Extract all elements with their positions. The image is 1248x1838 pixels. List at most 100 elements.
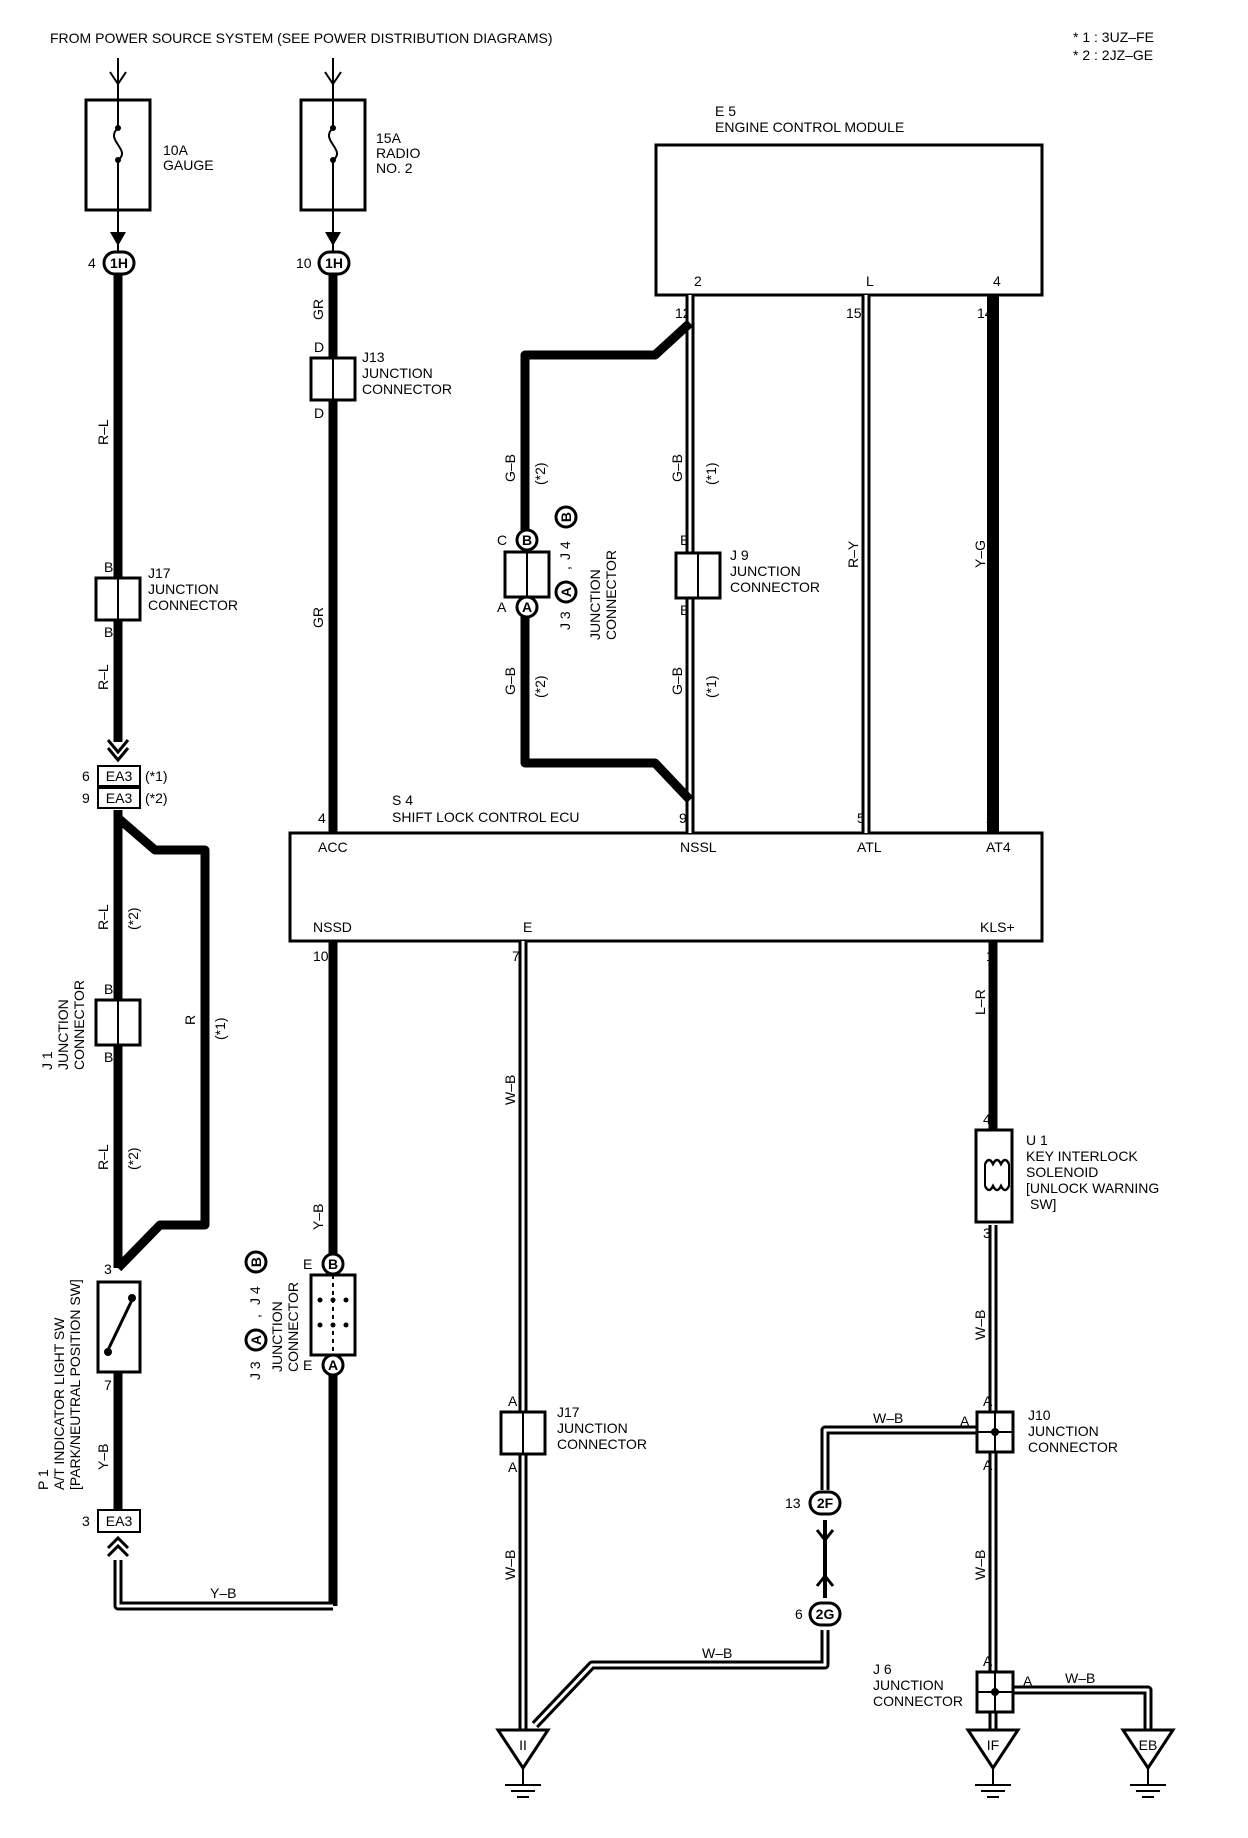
ecm-pin-l: L bbox=[866, 273, 874, 289]
ecu-name: SHIFT LOCK CONTROL ECU bbox=[392, 809, 579, 825]
j17-left-pin-b-top: B bbox=[104, 559, 113, 575]
j10-pin-a-bottom: A bbox=[983, 1457, 993, 1473]
ecm-pin-4: 4 bbox=[993, 273, 1001, 289]
label-wb-j10-2f: W–B bbox=[873, 1410, 903, 1426]
ecm-wire-pin-15: 15 bbox=[846, 305, 862, 321]
j9-pin-b-top: B bbox=[680, 532, 689, 548]
connector-ea3-top: EA3 EA3 bbox=[97, 765, 141, 809]
ecu-atl: ATL bbox=[857, 839, 882, 855]
svg-text:B: B bbox=[522, 532, 532, 548]
svg-text:A: A bbox=[248, 1335, 264, 1345]
ea3-star1: (*1) bbox=[145, 768, 168, 784]
pin-6-2g: 6 bbox=[795, 1606, 803, 1622]
solenoid-label4: SW] bbox=[1030, 1196, 1056, 1212]
switch-label1: A/T INDICATOR LIGHT SW bbox=[51, 1317, 67, 1490]
svg-text:2F: 2F bbox=[817, 1495, 834, 1511]
connector-1h-radio: 1H bbox=[317, 250, 351, 276]
ground-if: IF bbox=[965, 1728, 1021, 1798]
ecu-acc: ACC bbox=[318, 839, 348, 855]
j1-pin-b-bottom: B bbox=[104, 1049, 113, 1065]
junction-j10 bbox=[975, 1410, 1015, 1454]
label-gb-j9-bottom: G–B bbox=[669, 667, 685, 695]
j13-label1: JUNCTION bbox=[362, 365, 433, 381]
j10-pin-a-left: A bbox=[960, 1413, 970, 1429]
switch-pin-3: 3 bbox=[104, 1261, 112, 1277]
ground-ii: II bbox=[495, 1728, 551, 1798]
wire-wb-j10-2f bbox=[820, 1425, 978, 1490]
svg-text:B: B bbox=[328, 1256, 338, 1272]
connector-2g: 2G bbox=[808, 1601, 842, 1627]
pin-13-2f: 13 bbox=[785, 1495, 801, 1511]
fuse-gauge bbox=[84, 98, 152, 212]
svg-text:EA3: EA3 bbox=[106, 790, 133, 806]
ecm-name: ENGINE CONTROL MODULE bbox=[715, 119, 904, 135]
svg-text:2G: 2G bbox=[816, 1606, 835, 1622]
wire-gb-loop-top bbox=[520, 319, 694, 532]
engine-control-module bbox=[654, 143, 1044, 297]
j34-yb-code2: J 4 bbox=[247, 1286, 263, 1305]
j13-code: J13 bbox=[362, 349, 385, 365]
j34-gb-label2: CONNECTOR bbox=[603, 550, 619, 640]
j17-bottom-label1: JUNCTION bbox=[557, 1420, 628, 1436]
j34-gb-code2: J 4 bbox=[557, 541, 573, 560]
svg-text:IF: IF bbox=[987, 1737, 999, 1753]
label-r: R bbox=[182, 1015, 198, 1025]
j34-gb-label1: JUNCTION bbox=[587, 569, 603, 640]
solenoid-label3: [UNLOCK WARNING bbox=[1026, 1180, 1159, 1196]
j34-gb-badge-b: B bbox=[554, 505, 578, 529]
j1-label2: CONNECTOR bbox=[71, 980, 87, 1070]
j9-code: J 9 bbox=[730, 547, 749, 563]
label-gb-j9-top-star: (*1) bbox=[703, 462, 719, 485]
j34-yb-code: J 3 bbox=[247, 1361, 263, 1380]
ecm-pin-2: 2 bbox=[694, 273, 702, 289]
j34-yb-badge-b: B bbox=[244, 1250, 268, 1274]
ecu-e: E bbox=[523, 919, 532, 935]
j1-pin-b-top: B bbox=[104, 981, 113, 997]
label-gb-loop-top: G–B bbox=[502, 454, 518, 482]
j1-code: J 1 bbox=[39, 1051, 55, 1070]
switch-code: P 1 bbox=[35, 1469, 51, 1490]
label-rl-3-star: (*2) bbox=[125, 907, 141, 930]
j13-label2: CONNECTOR bbox=[362, 381, 452, 397]
label-gb-loop-bottom: G–B bbox=[502, 667, 518, 695]
label-wb-u1: W–B bbox=[972, 1310, 988, 1340]
j17-left-label1: JUNCTION bbox=[148, 581, 219, 597]
fuse-gauge-rating: 10A bbox=[163, 142, 189, 158]
label-rl-3: R–L bbox=[95, 904, 111, 930]
label-rl-1: R–L bbox=[95, 419, 111, 445]
fuse-gauge-name: GAUGE bbox=[163, 157, 214, 173]
j6-pin-a-right: A bbox=[1023, 1673, 1033, 1689]
label-gb-j9-bottom-star: (*1) bbox=[703, 675, 719, 698]
j9-label2: CONNECTOR bbox=[730, 579, 820, 595]
shift-lock-control-ecu bbox=[288, 831, 1044, 943]
svg-text:1H: 1H bbox=[110, 255, 128, 271]
j17-bottom-pin-a-top: A bbox=[508, 1393, 518, 1409]
pin-4-gauge: 4 bbox=[88, 255, 96, 271]
ecu-code: S 4 bbox=[392, 792, 413, 808]
label-ry: R–Y bbox=[845, 540, 861, 568]
label-wb-e-2: W–B bbox=[502, 1550, 518, 1580]
label-r-star: (*1) bbox=[212, 1017, 228, 1040]
junction-j17-left bbox=[94, 576, 142, 622]
solenoid-label2: SOLENOID bbox=[1026, 1164, 1098, 1180]
svg-text:B: B bbox=[248, 1257, 264, 1267]
ecu-pin-5: 5 bbox=[857, 810, 865, 826]
j10-pin-a-top: A bbox=[983, 1393, 993, 1409]
ecu-nssl: NSSL bbox=[680, 839, 717, 855]
ecu-pin-7: 7 bbox=[512, 948, 520, 964]
label-yb-bottom: Y–B bbox=[210, 1585, 236, 1601]
junction-j13 bbox=[309, 356, 357, 402]
junction-j1 bbox=[94, 998, 142, 1047]
ecu-pin-10: 10 bbox=[313, 948, 329, 964]
j6-label1: JUNCTION bbox=[873, 1677, 944, 1693]
pin-9-ea3: 9 bbox=[82, 790, 90, 806]
pin-6-ea3: 6 bbox=[82, 768, 90, 784]
junction-j6 bbox=[975, 1670, 1015, 1714]
pin-3-ea3: 3 bbox=[82, 1513, 90, 1529]
j9-label1: JUNCTION bbox=[730, 563, 801, 579]
label-yg: Y–G bbox=[972, 540, 988, 568]
j9-pin-b-bottom: B bbox=[680, 602, 689, 618]
label-yb-nssd: Y–B bbox=[310, 1204, 326, 1230]
ecu-nssd: NSSD bbox=[313, 919, 352, 935]
